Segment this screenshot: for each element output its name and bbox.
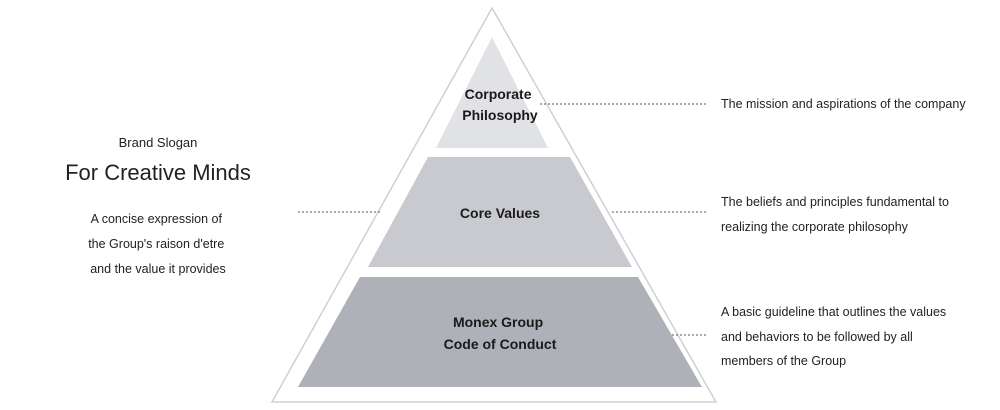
tier-core-values-label: Core Values	[460, 205, 540, 221]
tier-corporate-philosophy-description: The mission and aspirations of the compa…	[721, 97, 966, 111]
tier-code-of-conduct	[298, 277, 702, 387]
tier-corporate-philosophy-label: Corporate Philosophy	[462, 86, 538, 123]
tier-core-values-description: The beliefs and principles fundamental t…	[721, 195, 952, 234]
tier-code-of-conduct-label: Monex Group Code of Conduct	[444, 314, 557, 352]
tier-corporate-philosophy	[436, 37, 548, 148]
tier-code-of-conduct-description: A basic guideline that outlines the valu…	[721, 305, 950, 368]
brand-slogan-description: A concise expression of the Group's rais…	[88, 212, 228, 276]
brand-slogan-caption: Brand Slogan	[119, 135, 198, 150]
tier-core-values	[368, 157, 632, 267]
brand-slogan-title: For Creative Minds	[65, 160, 251, 185]
